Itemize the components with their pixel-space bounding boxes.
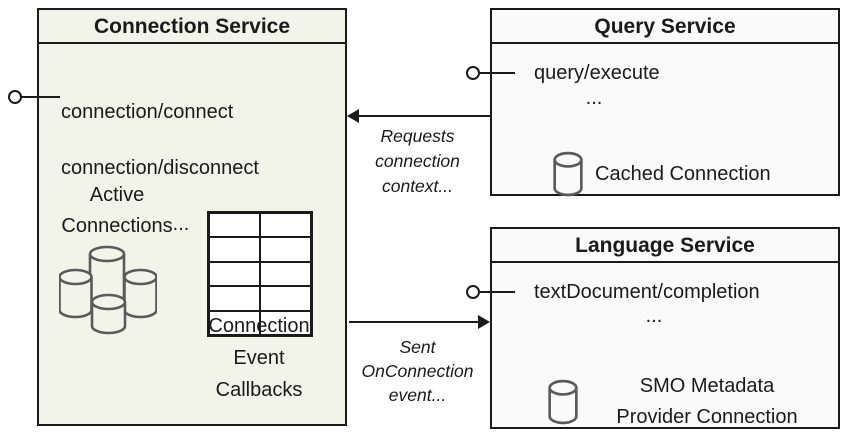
database-cluster-icon	[59, 245, 157, 335]
query-service-title: Query Service	[492, 10, 838, 44]
query-service-box: Query Service query/execute ... Cached C…	[490, 8, 840, 197]
methods-ellipsis: ...	[172, 213, 190, 235]
smo-metadata-provider-connection-label: SMO Metadata Provider Connection	[616, 375, 798, 428]
connection-service-methods: connection/connect connection/disconnect…	[61, 70, 311, 266]
cached-connection-label: Cached Connection	[595, 162, 771, 185]
smo-connection-row: SMO Metadata Provider Connection	[547, 371, 822, 433]
arrow-left-icon	[347, 109, 359, 123]
database-icon	[548, 379, 578, 425]
connection-service-box: Connection Service connection/connect co…	[37, 8, 347, 426]
query-methods-ellipsis: ...	[585, 87, 603, 109]
method-connection-connect: connection/connect	[61, 101, 234, 123]
connection-event-callbacks-label: Connection Event Callbacks	[208, 315, 310, 401]
language-service-box: Language Service textDocument/completion…	[490, 227, 840, 429]
method-query-execute: query/execute	[534, 62, 660, 84]
arrow-right-icon	[478, 315, 490, 329]
method-connection-disconnect: connection/disconnect	[61, 157, 259, 179]
cached-connection-row: Cached Connection	[552, 151, 771, 197]
language-service-title: Language Service	[492, 229, 838, 263]
active-connections-label: Active Connections	[61, 184, 173, 237]
connection-service-title: Connection Service	[39, 10, 345, 44]
language-methods-ellipsis: ...	[645, 305, 663, 327]
requests-connection-label: Requests connection context...	[375, 126, 460, 196]
sent-onconnection-label: Sent OnConnection event...	[361, 337, 474, 405]
method-textdocument-completion: textDocument/completion	[534, 281, 760, 303]
callback-table-icon	[207, 211, 313, 337]
database-icon	[553, 151, 583, 197]
